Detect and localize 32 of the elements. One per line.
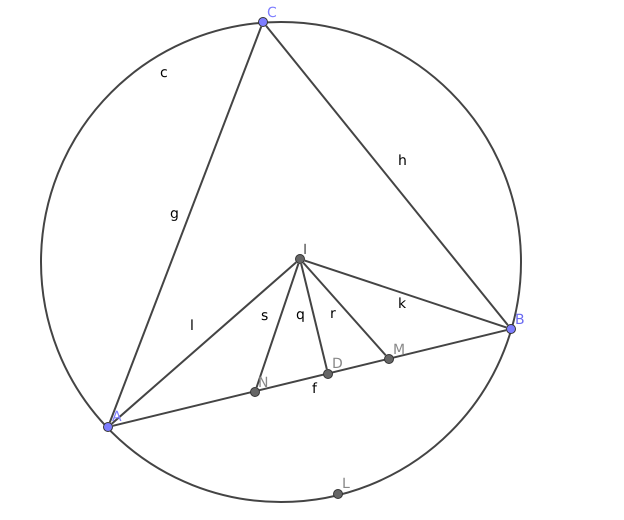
line-segment <box>265 25 509 326</box>
point-marker <box>250 387 260 397</box>
segment-label: k <box>398 297 406 311</box>
point-marker <box>258 17 268 27</box>
segment-label: f <box>312 382 317 396</box>
segment-label: s <box>261 309 268 323</box>
point-marker <box>323 369 333 379</box>
circle-label: c <box>160 66 168 80</box>
point-marker <box>295 254 305 264</box>
segment-label: r <box>330 307 336 321</box>
point-label: B <box>515 313 525 327</box>
point-marker <box>506 324 516 334</box>
point-marker <box>384 354 394 364</box>
point-marker <box>333 489 343 499</box>
point-label: L <box>342 477 350 491</box>
line-segment <box>108 26 262 423</box>
segment-label: q <box>296 308 305 322</box>
point-marker <box>103 422 113 432</box>
segment-label: g <box>170 207 179 221</box>
point-label: I <box>303 243 308 257</box>
point-label: N <box>258 376 268 390</box>
line-segment <box>304 260 507 328</box>
point-label: C <box>267 6 277 20</box>
line-segment <box>300 264 328 370</box>
line-segment <box>112 329 506 427</box>
line-segment <box>256 263 300 388</box>
point-label: D <box>332 357 343 371</box>
line-segment <box>302 262 386 356</box>
point-label: M <box>393 343 406 357</box>
line-segment <box>111 262 297 424</box>
segment-label: h <box>398 154 407 168</box>
segment-label: l <box>190 319 194 333</box>
